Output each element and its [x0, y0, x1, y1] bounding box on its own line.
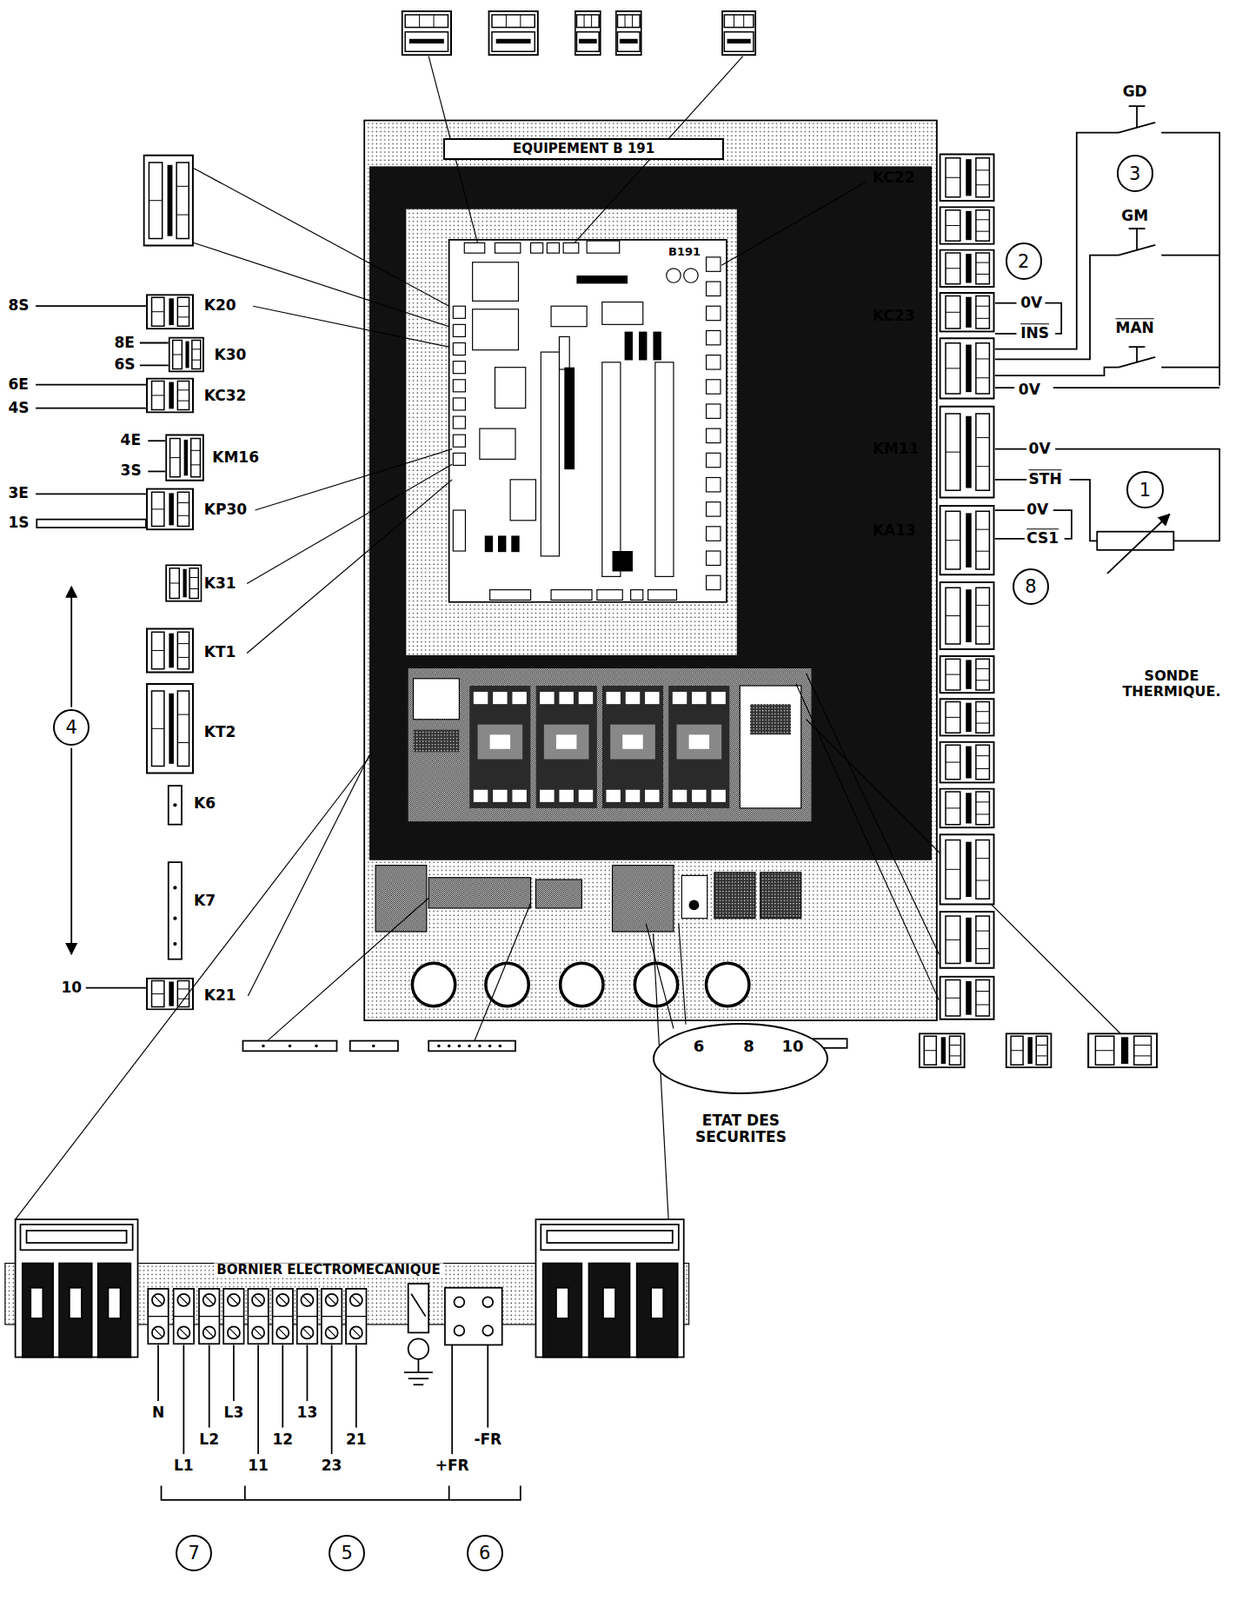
connector-label: K31 — [204, 575, 237, 593]
signal-label: 1S — [7, 515, 29, 533]
node-text: 8 — [1024, 576, 1037, 598]
signal-label: 4E — [120, 431, 141, 450]
callout-number: 3 — [1116, 154, 1154, 192]
connector-label: KT1 — [204, 644, 237, 663]
callout-number: 6 — [466, 1534, 504, 1572]
connector-label: K7 — [193, 892, 216, 910]
node-text: 3 — [1129, 163, 1141, 185]
node-text: EQUIPEMENT B 191 — [512, 140, 655, 157]
connector-label: KC32 — [204, 387, 247, 406]
callout-number: 5 — [328, 1534, 366, 1572]
node-text: 10 — [781, 1036, 804, 1056]
signal-label: 3S — [120, 463, 142, 481]
switch-label: MAN — [1115, 319, 1155, 338]
signal-label: 0V — [1018, 381, 1041, 399]
terminal-label: N — [152, 1404, 165, 1422]
terminal-label: 11 — [247, 1458, 269, 1476]
signal-label: 0V — [1026, 501, 1049, 519]
terminal-label: 12 — [272, 1431, 293, 1449]
node-text: 4 — [65, 717, 77, 738]
signal-label: INS — [1020, 325, 1050, 343]
callout-number: 4 — [53, 709, 90, 746]
node-text: 1 — [1139, 479, 1151, 501]
signal-label: 0V — [1029, 440, 1051, 459]
signal-label: 8E — [114, 334, 135, 353]
connector-label: KC22 — [872, 170, 916, 188]
terminal-label: 21 — [345, 1431, 367, 1449]
terminal-label: -FR — [473, 1431, 502, 1449]
connector-label: KA13 — [872, 522, 917, 540]
callout-number: 7 — [175, 1534, 213, 1572]
signal-label: CS1 — [1026, 530, 1059, 548]
terminal-label: +FR — [435, 1458, 470, 1476]
sensor-note: SONDE THERMIQUE. — [1110, 667, 1234, 700]
status-note: ETAT DES SECURITES — [664, 1112, 817, 1147]
board-label: B191 — [668, 245, 701, 260]
node-text: 5 — [341, 1542, 353, 1564]
connector-label: KM16 — [212, 449, 260, 467]
title-box: EQUIPEMENT B 191 — [443, 138, 724, 161]
connector-label: K20 — [204, 297, 237, 315]
connector-label: KT2 — [204, 723, 237, 742]
connector-label: K21 — [204, 987, 237, 1005]
terminal-label: 13 — [297, 1404, 319, 1422]
node-text: 6 — [478, 1542, 491, 1564]
terminal-label: 23 — [321, 1458, 343, 1476]
connector-label: KP30 — [204, 501, 247, 519]
node-text: 7 — [187, 1542, 200, 1564]
switch-label: GM — [1121, 207, 1149, 226]
connector-label: K30 — [214, 346, 247, 365]
signal-label: 6S — [114, 357, 136, 375]
signal-label: STH — [1029, 471, 1063, 489]
callout-number: 8 — [1012, 568, 1050, 605]
switch-label: GD — [1122, 83, 1148, 101]
node-text: 8 — [743, 1036, 755, 1056]
signal-label: 3E — [7, 485, 28, 504]
connector-label: KM11 — [872, 440, 920, 459]
signal-label: 8S — [7, 297, 29, 315]
callout-number: 2 — [1005, 242, 1043, 279]
node-text: 2 — [1017, 251, 1030, 273]
signal-label: 0V — [1020, 294, 1043, 313]
signal-label: 10 — [60, 979, 82, 997]
connector-label: K6 — [193, 795, 216, 813]
signal-label: 4S — [7, 399, 29, 418]
terminal-label: L2 — [199, 1431, 220, 1449]
safety-status-ellipse: 6 8 10 — [652, 1022, 829, 1095]
signal-label: 6E — [7, 376, 28, 394]
terminal-label: L3 — [224, 1404, 245, 1422]
connector-label: KC23 — [872, 307, 916, 326]
node-text: 6 — [693, 1036, 705, 1056]
terminal-label: L1 — [173, 1458, 194, 1476]
terminal-block-title: BORNIER ELECTROMECANIQUE — [213, 1262, 444, 1278]
callout-number: 1 — [1126, 471, 1163, 508]
